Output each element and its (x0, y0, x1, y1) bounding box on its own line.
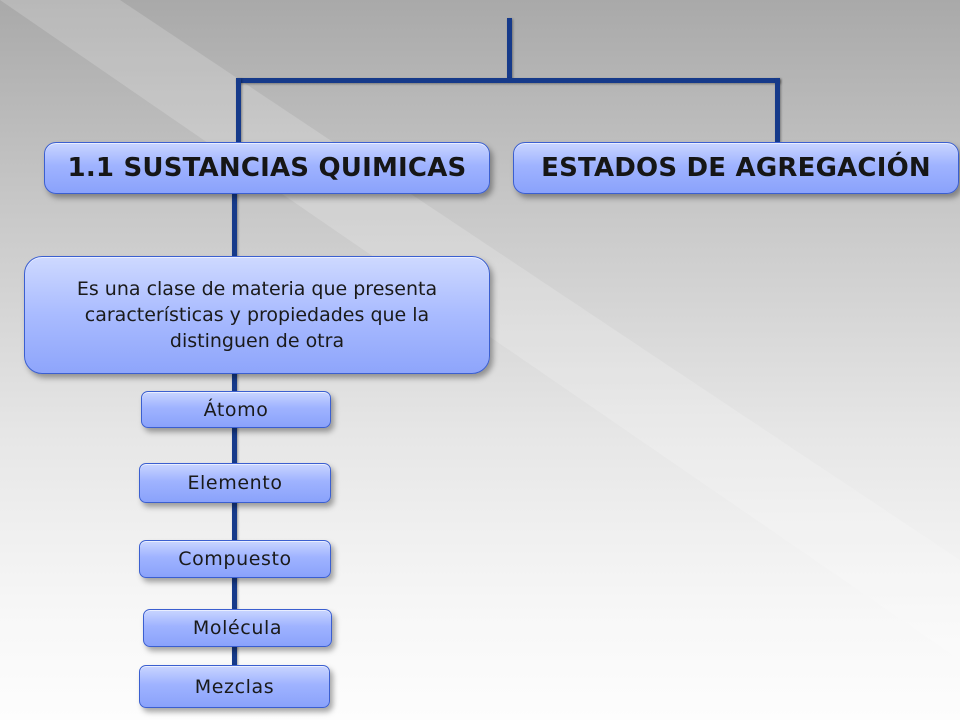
connector-root-vertical (507, 18, 512, 80)
node-estados-agregacion: ESTADOS DE AGREGACIÓN (513, 142, 959, 194)
node-atomo: Átomo (141, 391, 331, 428)
connector-left-drop (236, 78, 241, 142)
node-compuesto-label: Compuesto (178, 548, 292, 570)
node-mezclas-label: Mezclas (194, 675, 275, 698)
connector-right-drop (775, 78, 780, 142)
node-elemento-label: Elemento (187, 472, 283, 494)
node-molecula-label: Molécula (192, 617, 283, 639)
node-mezclas: Mezclas (139, 665, 330, 708)
node-sustancias-quimicas-label: 1.1 SUSTANCIAS QUIMICAS (67, 153, 467, 183)
node-atomo-label: Átomo (203, 398, 269, 421)
connector-branch-horizontal (236, 78, 780, 83)
node-definicion-text: Es una clase de materia que presenta car… (76, 278, 438, 352)
node-molecula: Molécula (143, 609, 332, 647)
node-estados-agregacion-label: ESTADOS DE AGREGACIÓN (541, 153, 931, 183)
node-sustancias-quimicas: 1.1 SUSTANCIAS QUIMICAS (44, 142, 490, 194)
connector-left-trunk (232, 192, 237, 684)
node-elemento: Elemento (139, 463, 331, 503)
node-compuesto: Compuesto (139, 540, 331, 578)
node-definicion: Es una clase de materia que presenta car… (24, 256, 490, 374)
